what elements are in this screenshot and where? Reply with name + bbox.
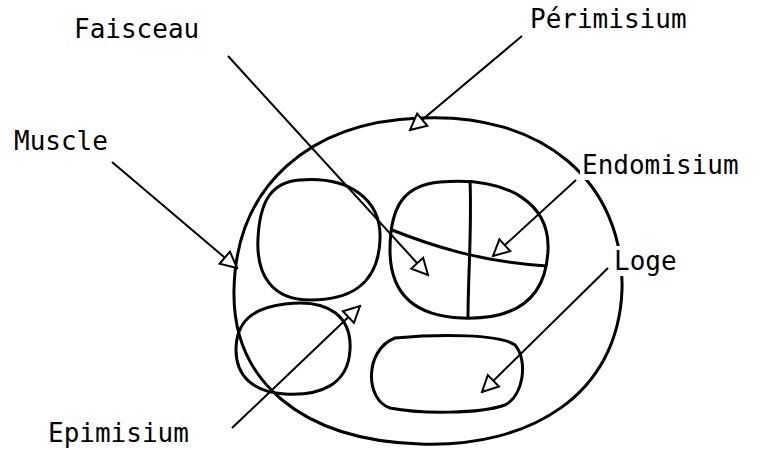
fascicle-outline — [236, 303, 350, 394]
leader-line — [112, 162, 237, 268]
leader-line — [493, 180, 576, 256]
leader-line — [482, 268, 608, 392]
part-label: Périmisium — [528, 4, 689, 34]
leader-line — [228, 56, 428, 275]
part-label: Faisceau — [72, 14, 201, 44]
part-label: Muscle — [12, 126, 110, 156]
muscle-outline — [234, 118, 622, 445]
leader-line — [232, 306, 360, 428]
part-label: Endomisium — [580, 150, 741, 180]
fascicle-outline — [258, 180, 380, 300]
part-label: Epimisium — [46, 418, 191, 448]
endomysium-septum — [468, 180, 471, 318]
part-label: Loge — [612, 246, 679, 276]
leader-line — [410, 36, 522, 130]
